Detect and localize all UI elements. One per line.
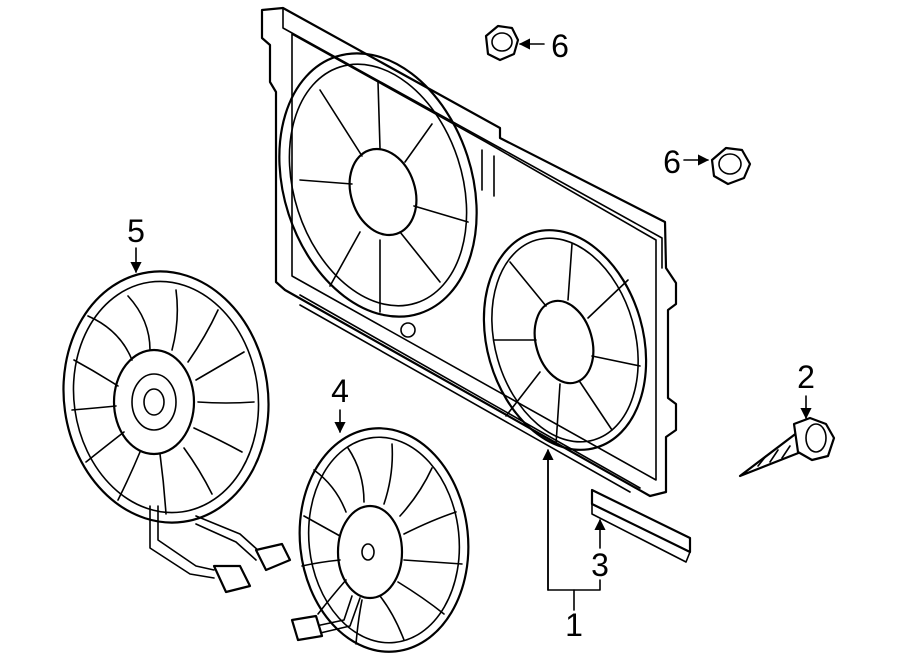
callout-part-4: 4 (331, 373, 349, 409)
screw (738, 416, 836, 478)
callout-part-6-top: 6 (551, 28, 569, 64)
fan-large (62, 270, 292, 594)
nut-middle (710, 146, 752, 186)
nut-top (484, 24, 520, 62)
callout-part-2: 2 (797, 359, 815, 395)
seal-strip (590, 488, 692, 563)
callout-part-1: 1 (565, 607, 583, 643)
leader-lines (130, 38, 812, 611)
fan-small (290, 427, 470, 653)
callout-part-6-middle: 6 (663, 144, 681, 180)
fan-shroud (260, 6, 678, 498)
callout-part-3: 3 (591, 547, 609, 583)
callout-part-5: 5 (127, 213, 145, 249)
